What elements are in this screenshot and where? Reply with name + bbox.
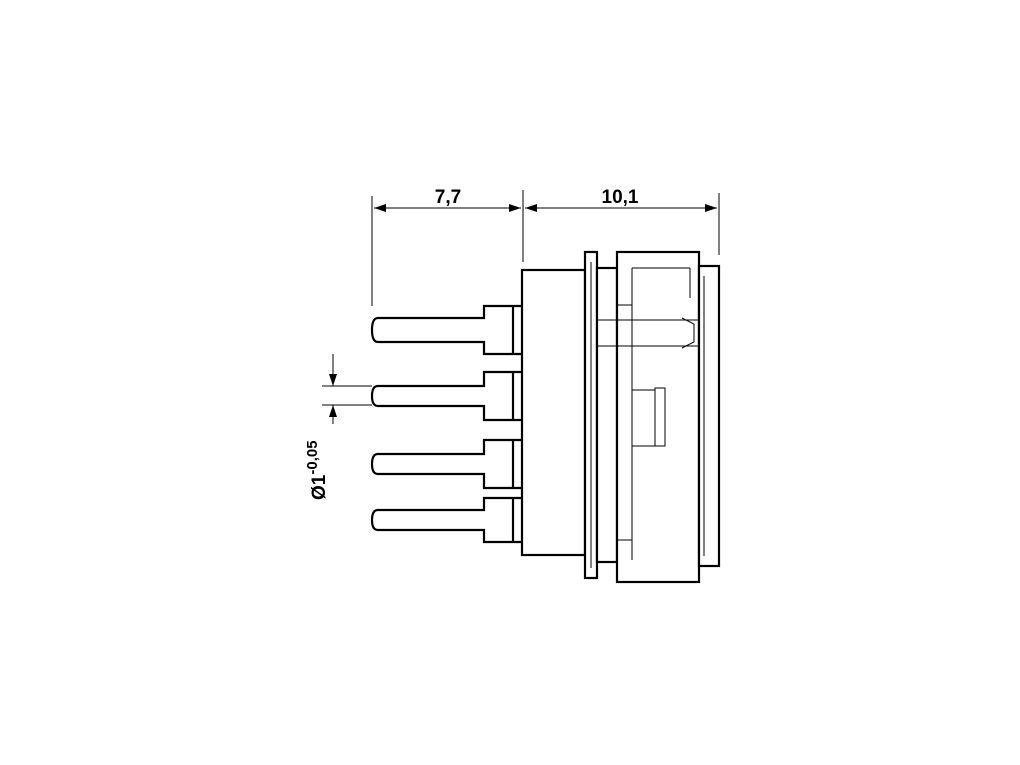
contact-pins (370, 304, 522, 544)
rear-insulator (520, 268, 587, 557)
pin-diameter-label: Ø1-0,05 (304, 440, 330, 500)
dimension-pin-length: 7,7 (371, 187, 524, 306)
pin-diameter-value: Ø1 (309, 474, 330, 500)
pin-diameter-tolerance: -0,05 (304, 440, 321, 474)
contact-pin (370, 438, 522, 490)
pin-channel-tip (681, 317, 695, 349)
dimension-body-length: 10,1 (525, 187, 720, 255)
contact-pin (370, 370, 522, 422)
front-lip (697, 264, 721, 568)
flange-gap (595, 266, 619, 564)
main-housing (615, 250, 701, 584)
dimension-pin-diameter: Ø1-0,05 (304, 354, 372, 500)
contact-pin (370, 304, 522, 356)
pin-length-label: 7,7 (435, 187, 461, 208)
connector-body (520, 250, 721, 584)
latch-window (654, 387, 666, 447)
body-length-label: 10,1 (602, 187, 639, 208)
contact-pin (370, 496, 522, 544)
